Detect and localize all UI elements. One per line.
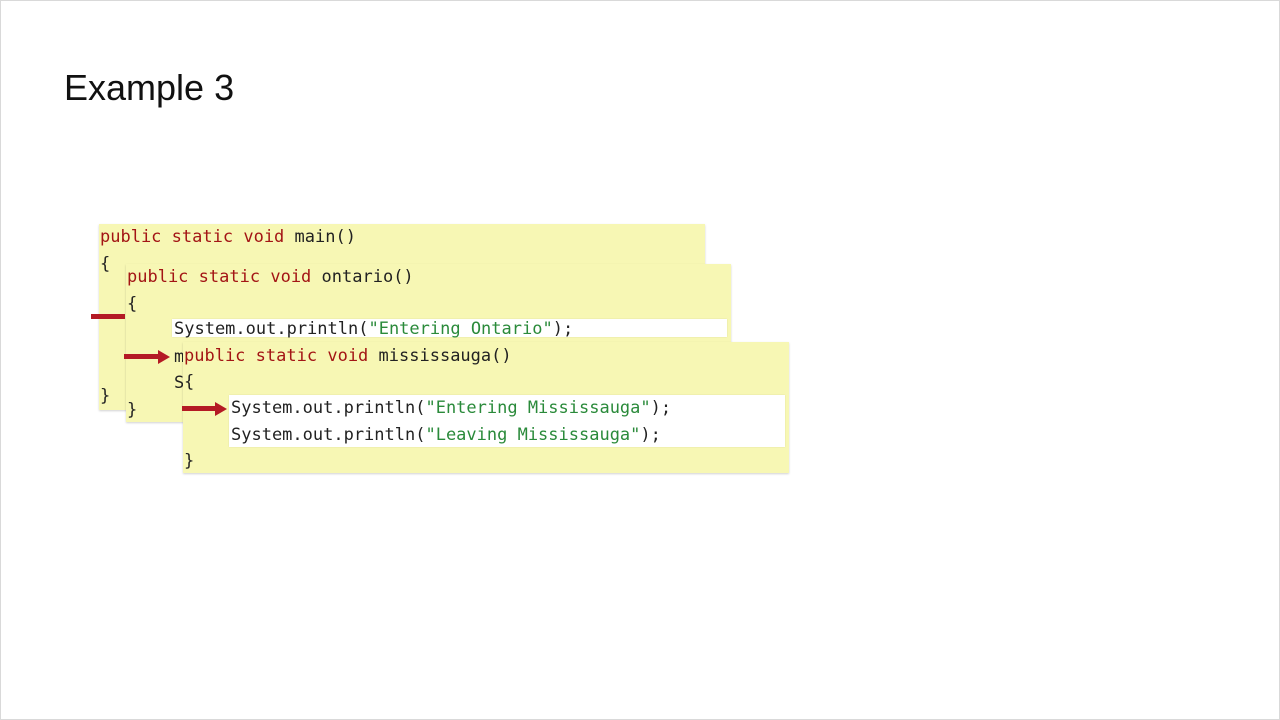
ontario-code-line-3-partial: S	[174, 373, 185, 393]
mississauga-method-panel: public static void mississauga() { Syste…	[183, 342, 789, 473]
method-name: mississauga()	[378, 346, 512, 366]
ontario-signature: public static void ontario()	[127, 264, 414, 290]
method-name: main()	[294, 227, 356, 247]
main-signature: public static void main()	[100, 224, 356, 250]
mississauga-signature: public static void mississauga()	[184, 343, 512, 369]
mississauga-open-brace: {	[184, 372, 195, 392]
keyword-static: static	[255, 346, 318, 366]
method-name: ontario()	[321, 267, 414, 287]
ontario-code-line-2-partial: m	[174, 347, 185, 367]
keyword-public: public	[100, 227, 162, 247]
keyword-void: void	[327, 346, 369, 366]
ontario-close-brace: }	[127, 400, 138, 420]
arrow-head	[158, 349, 170, 364]
string-literal: "Leaving Mississauga"	[425, 425, 641, 445]
slide-title: Example 3	[64, 67, 235, 108]
mississauga-close-brace: }	[184, 451, 195, 471]
keyword-void: void	[270, 267, 312, 287]
mississauga-code-line-1: System.out.println("Entering Mississauga…	[231, 398, 672, 418]
keyword-public: public	[184, 346, 246, 366]
string-literal: "Entering Ontario"	[368, 319, 553, 339]
main-close-brace: }	[100, 386, 111, 406]
keyword-static: static	[198, 267, 261, 287]
main-open-brace: {	[100, 254, 111, 274]
ontario-open-brace: {	[127, 294, 138, 314]
keyword-void: void	[243, 227, 285, 247]
ontario-code-line-1: System.out.println("Entering Ontario");	[174, 319, 574, 339]
keyword-public: public	[127, 267, 189, 287]
call-arrow-ontario	[124, 349, 170, 364]
call-arrow-main	[91, 314, 125, 319]
call-arrow-mississauga	[182, 401, 227, 416]
mississauga-lines-highlight	[229, 395, 785, 447]
string-literal: "Entering Mississauga"	[425, 398, 651, 418]
mississauga-code-line-2: System.out.println("Leaving Mississauga"…	[231, 425, 661, 445]
keyword-static: static	[171, 227, 234, 247]
arrow-head	[215, 401, 227, 416]
ontario-line-highlight	[172, 319, 727, 337]
